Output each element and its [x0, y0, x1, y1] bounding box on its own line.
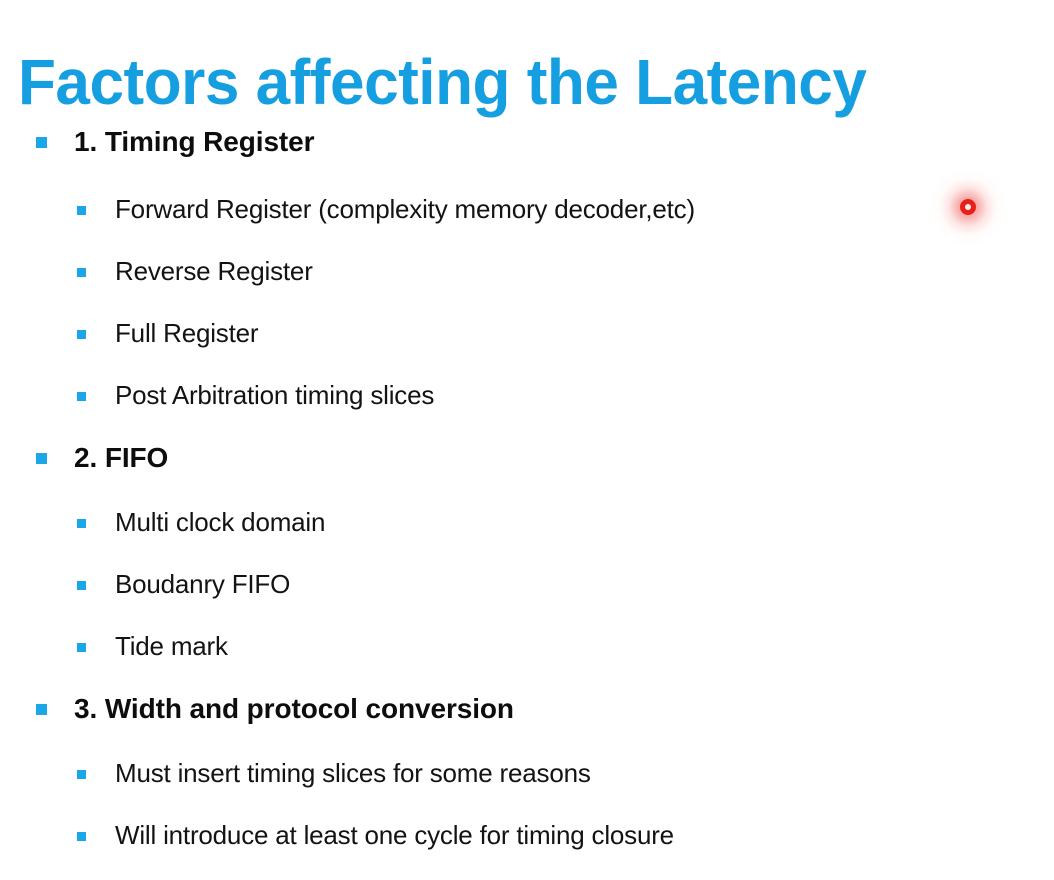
bullet-item-level1: 1. Timing Register — [0, 118, 1054, 184]
bullet-text: Must insert timing slices for some reaso… — [115, 758, 591, 788]
square-bullet-icon — [77, 770, 86, 779]
bullet-text: Reverse Register — [115, 256, 313, 286]
square-bullet-icon — [77, 519, 86, 528]
bullet-item-level2: Will introduce at least one cycle for ti… — [0, 812, 1054, 874]
bullet-text: Multi clock domain — [115, 507, 326, 537]
bullet-text: Post Arbitration timing slices — [115, 380, 435, 410]
square-bullet-icon — [77, 330, 86, 339]
square-bullet-icon — [77, 832, 86, 841]
bullet-item-level2: Reverse Register — [0, 248, 1054, 310]
square-bullet-icon — [36, 137, 47, 148]
square-bullet-icon — [77, 206, 86, 215]
bullet-item-level2: Tide mark — [0, 623, 1054, 685]
bullet-text: 1. Timing Register — [74, 126, 315, 157]
bullet-text: 3. Width and protocol conversion — [74, 693, 514, 724]
bullet-item-level1: 2. FIFO — [0, 434, 1054, 497]
square-bullet-icon — [77, 581, 86, 590]
square-bullet-icon — [36, 704, 47, 715]
bullet-item-level2: Must insert timing slices for some reaso… — [0, 750, 1054, 812]
bullet-text: 2. FIFO — [74, 442, 169, 473]
bullet-text: Will introduce at least one cycle for ti… — [115, 820, 674, 850]
bullet-item-level2: Post Arbitration timing slices — [0, 372, 1054, 434]
square-bullet-icon — [77, 392, 86, 401]
bullet-item-level1: 3. Width and protocol conversion — [0, 685, 1054, 748]
square-bullet-icon — [77, 268, 86, 277]
bullet-text: Boudanry FIFO — [115, 569, 291, 599]
bullet-item-level2: Boudanry FIFO — [0, 561, 1054, 623]
bullet-text: Tide mark — [115, 631, 228, 661]
bullet-item-level2: Forward Register (complexity memory deco… — [0, 186, 1054, 248]
bullet-text: Forward Register (complexity memory deco… — [115, 194, 695, 224]
bullet-text: Full Register — [115, 318, 259, 348]
bullet-item-level2: Full Register — [0, 310, 1054, 372]
square-bullet-icon — [36, 453, 47, 464]
page-title: Factors affecting the Latency — [18, 45, 867, 118]
bullet-item-level2: Multi clock domain — [0, 499, 1054, 561]
square-bullet-icon — [77, 643, 86, 652]
